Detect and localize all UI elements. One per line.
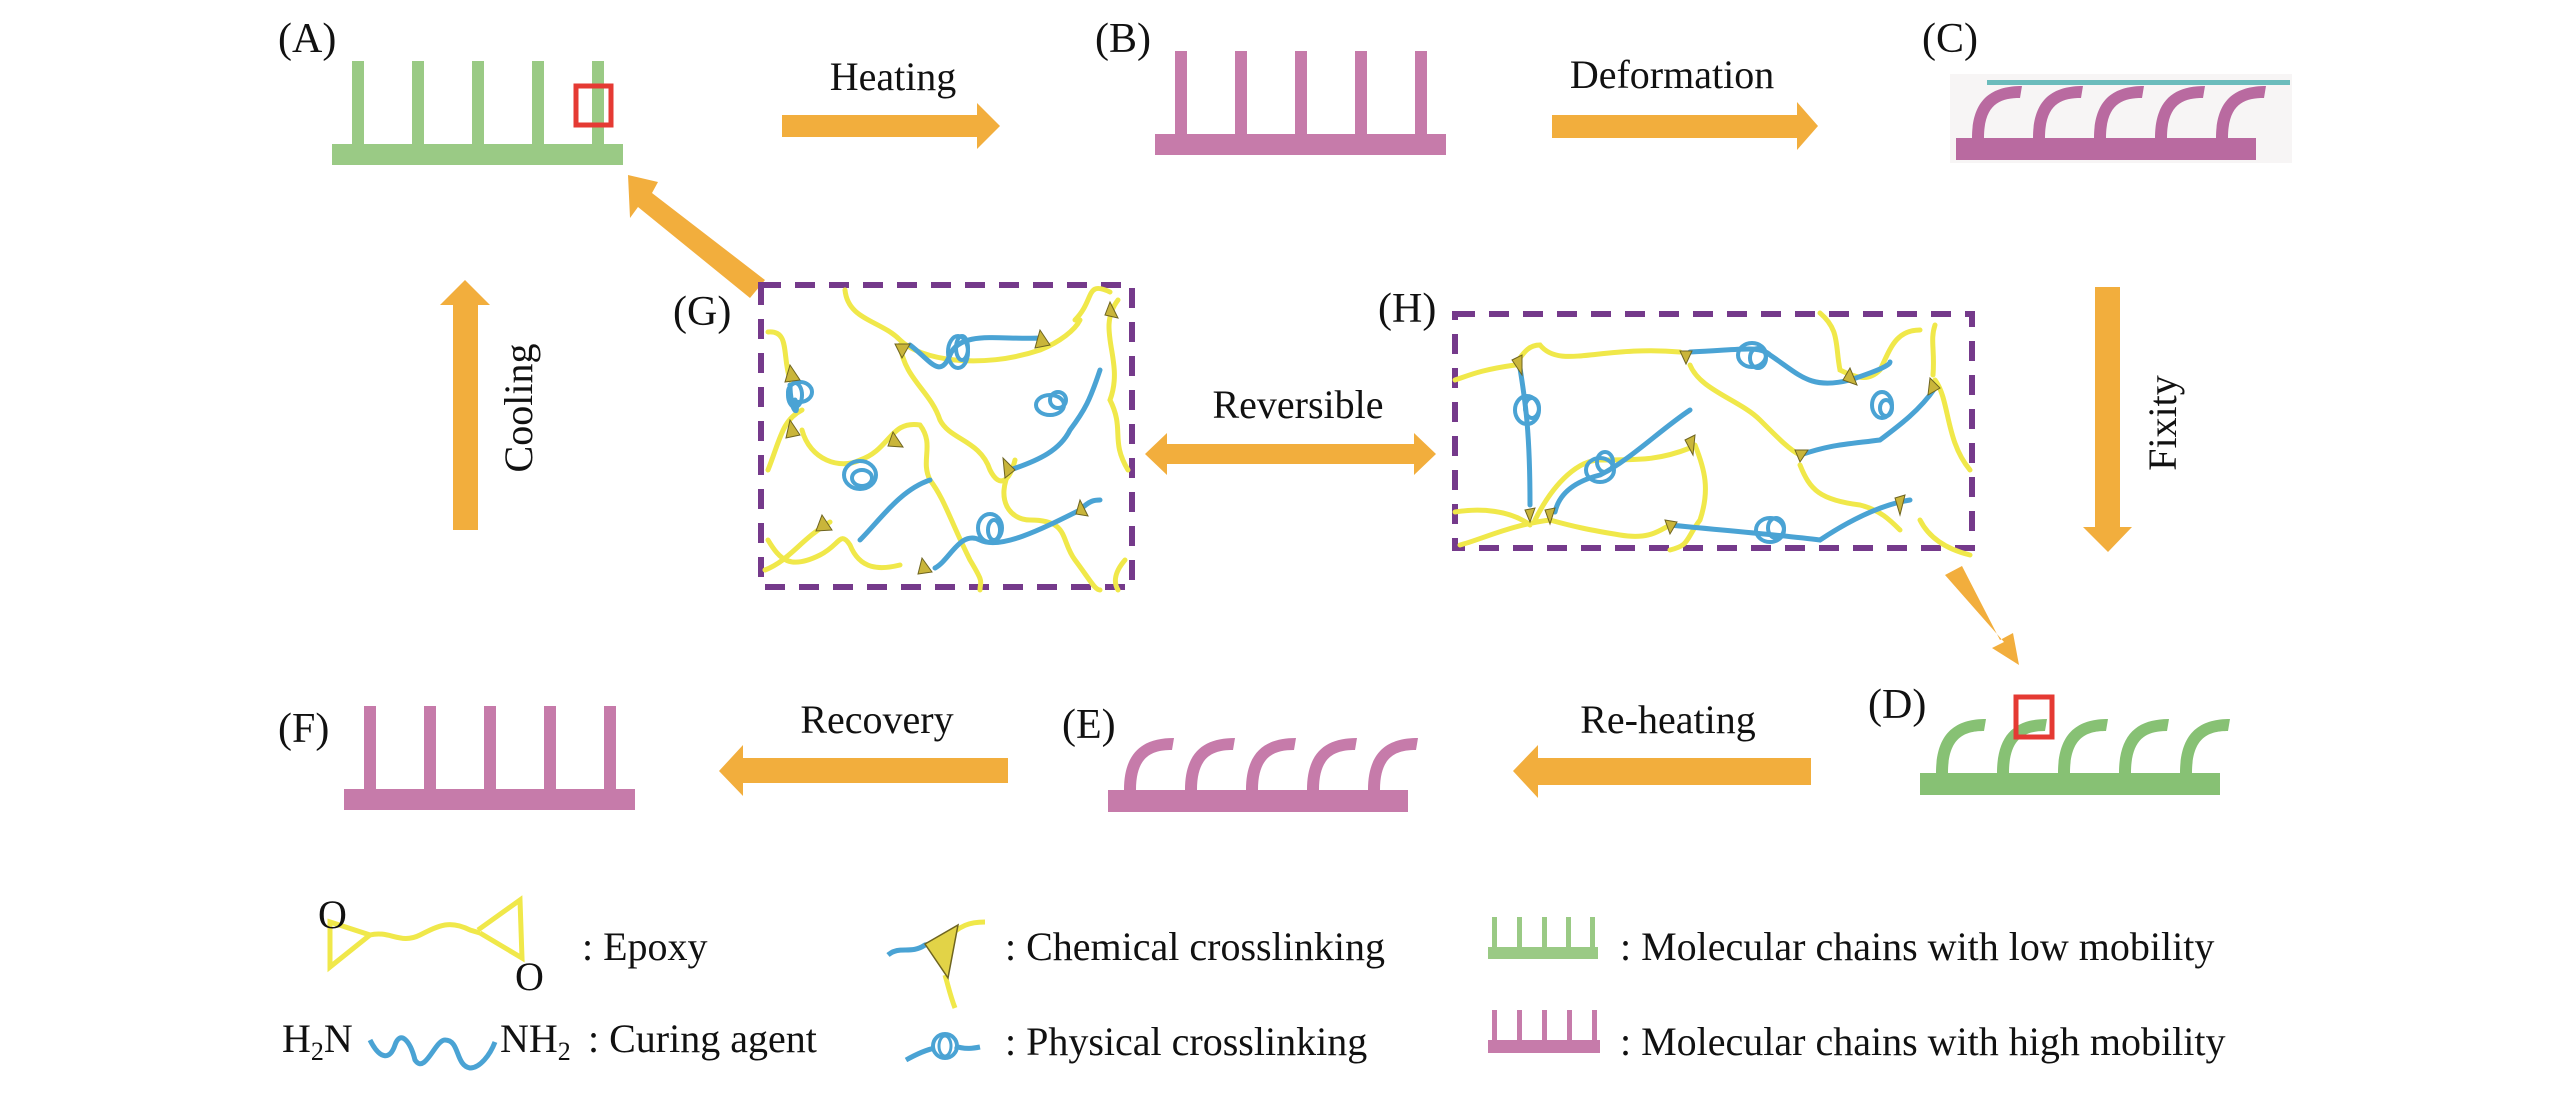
reheating-arrow bbox=[1513, 745, 1811, 798]
highlight-box-d bbox=[2013, 694, 2055, 740]
diagonal-arrow-to-d bbox=[1945, 566, 2019, 665]
chain-side-group-bent bbox=[2216, 86, 2266, 138]
chain-side-group bbox=[364, 706, 376, 790]
chain-side-group-bent bbox=[2058, 719, 2108, 773]
panel-label-d: (D) bbox=[1868, 682, 1926, 728]
fixture-plate bbox=[1987, 80, 2290, 85]
chain-side-group-bent bbox=[1307, 738, 1357, 790]
chain-side-group-bent bbox=[2094, 86, 2144, 138]
physical-crosslink-icon bbox=[904, 1032, 981, 1063]
panel-label-a: (A) bbox=[278, 16, 336, 62]
recovery-label: Recovery bbox=[800, 697, 953, 742]
chain-backbone bbox=[332, 144, 623, 165]
legend-high-mobility-label: : Molecular chains with high mobility bbox=[1620, 1019, 2225, 1064]
low-mobility-icon bbox=[1488, 917, 1598, 959]
fixity-label: Fixity bbox=[2140, 375, 2185, 471]
chain-side-group bbox=[1415, 51, 1427, 135]
epoxy-oxygen-top: O bbox=[318, 892, 347, 937]
chain-side-group-bent bbox=[1936, 719, 1986, 773]
reversible-arrow bbox=[1145, 433, 1436, 475]
curing-agent-icon: H2N NH2 bbox=[282, 1016, 571, 1071]
panel-b-comb bbox=[1155, 51, 1446, 155]
chemical-crosslink-icon bbox=[886, 919, 986, 1009]
legend-epoxy-label: : Epoxy bbox=[582, 924, 708, 969]
chain-side-group bbox=[544, 706, 556, 790]
panel-e-comb bbox=[1108, 738, 1418, 812]
cooling-arrow bbox=[440, 280, 490, 530]
curing-right-nh2: NH2 bbox=[500, 1016, 571, 1066]
chain-side-group-bent bbox=[2033, 86, 2083, 138]
legend: O O : Epoxy H2N NH2 : Curing agent : Che… bbox=[282, 892, 2225, 1071]
chain-backbone bbox=[1956, 138, 2256, 160]
chain-side-group-bent bbox=[2180, 719, 2230, 773]
chain-side-group-bent bbox=[1185, 738, 1235, 790]
highlight-box-a bbox=[573, 83, 614, 128]
chain-side-group-bent bbox=[1246, 738, 1296, 790]
chain-side-group bbox=[472, 61, 484, 145]
panel-f-comb bbox=[344, 706, 635, 810]
fixity-arrow bbox=[2083, 287, 2132, 552]
network-g bbox=[762, 285, 1131, 593]
panel-label-h: (H) bbox=[1378, 286, 1436, 332]
panel-label-c: (C) bbox=[1922, 16, 1978, 62]
chain-side-group-bent bbox=[1972, 86, 2022, 138]
chain-side-group bbox=[1235, 51, 1247, 135]
panel-label-f: (F) bbox=[278, 706, 329, 752]
chain-backbone bbox=[1155, 134, 1446, 155]
chain-side-group-bent bbox=[1368, 738, 1418, 790]
network-h bbox=[1452, 310, 1973, 558]
chain-side-group-bent bbox=[2119, 719, 2169, 773]
epoxy-chain bbox=[762, 285, 1131, 593]
network-box-g bbox=[758, 282, 1135, 590]
chemical-crosslink-nodes bbox=[784, 300, 1119, 575]
chain-side-group bbox=[352, 61, 364, 145]
chemical-crosslink-nodes bbox=[1511, 350, 1941, 536]
chain-side-group bbox=[532, 61, 544, 145]
panel-c-comb bbox=[1956, 86, 2266, 160]
chain-side-group bbox=[484, 706, 496, 790]
curing-chain bbox=[1517, 346, 1938, 543]
chain-backbone bbox=[1108, 790, 1408, 812]
physical-crosslink-knot bbox=[1513, 341, 1894, 544]
chain-side-group-bent bbox=[1124, 738, 1174, 790]
chain-side-group bbox=[604, 706, 616, 790]
panel-label-e: (E) bbox=[1062, 702, 1116, 748]
diagonal-arrow-to-a bbox=[628, 175, 765, 298]
chain-side-group bbox=[592, 61, 604, 145]
chain-side-group-bent bbox=[1997, 719, 2047, 773]
chain-side-group bbox=[424, 706, 436, 790]
reversible-label: Reversible bbox=[1212, 382, 1383, 427]
chain-side-group bbox=[412, 61, 424, 145]
chain-side-group bbox=[1295, 51, 1307, 135]
cooling-label: Cooling bbox=[496, 344, 541, 473]
high-mobility-icon bbox=[1488, 1010, 1600, 1053]
chain-side-group bbox=[1355, 51, 1367, 135]
chain-backbone bbox=[1920, 773, 2220, 795]
legend-curing-agent-label: : Curing agent bbox=[588, 1016, 817, 1061]
chain-backbone bbox=[344, 789, 635, 810]
panel-d-comb bbox=[1920, 719, 2230, 795]
recovery-arrow bbox=[719, 745, 1008, 796]
reheating-label: Re-heating bbox=[1580, 697, 1756, 742]
heating-label: Heating bbox=[830, 54, 957, 99]
epoxy-oxygen-bottom: O bbox=[515, 954, 544, 999]
heating-arrow bbox=[782, 103, 1000, 149]
curing-left-h: H2N bbox=[282, 1016, 353, 1066]
chain-side-group bbox=[1175, 51, 1187, 135]
epoxy-icon: O O bbox=[318, 892, 544, 999]
physical-crosslink-knot bbox=[786, 334, 1068, 544]
legend-physical-label: : Physical crosslinking bbox=[1005, 1019, 1367, 1064]
chain-side-group-bent bbox=[2155, 86, 2205, 138]
deformation-arrow bbox=[1552, 102, 1818, 150]
panel-label-g: (G) bbox=[673, 289, 731, 335]
panel-a-comb bbox=[332, 61, 623, 165]
panel-label-b: (B) bbox=[1095, 16, 1151, 62]
legend-low-mobility-label: : Molecular chains with low mobility bbox=[1620, 924, 2214, 969]
deformation-label: Deformation bbox=[1570, 52, 1774, 97]
curing-chain bbox=[787, 335, 1103, 571]
legend-chemical-label: : Chemical crosslinking bbox=[1005, 924, 1385, 969]
